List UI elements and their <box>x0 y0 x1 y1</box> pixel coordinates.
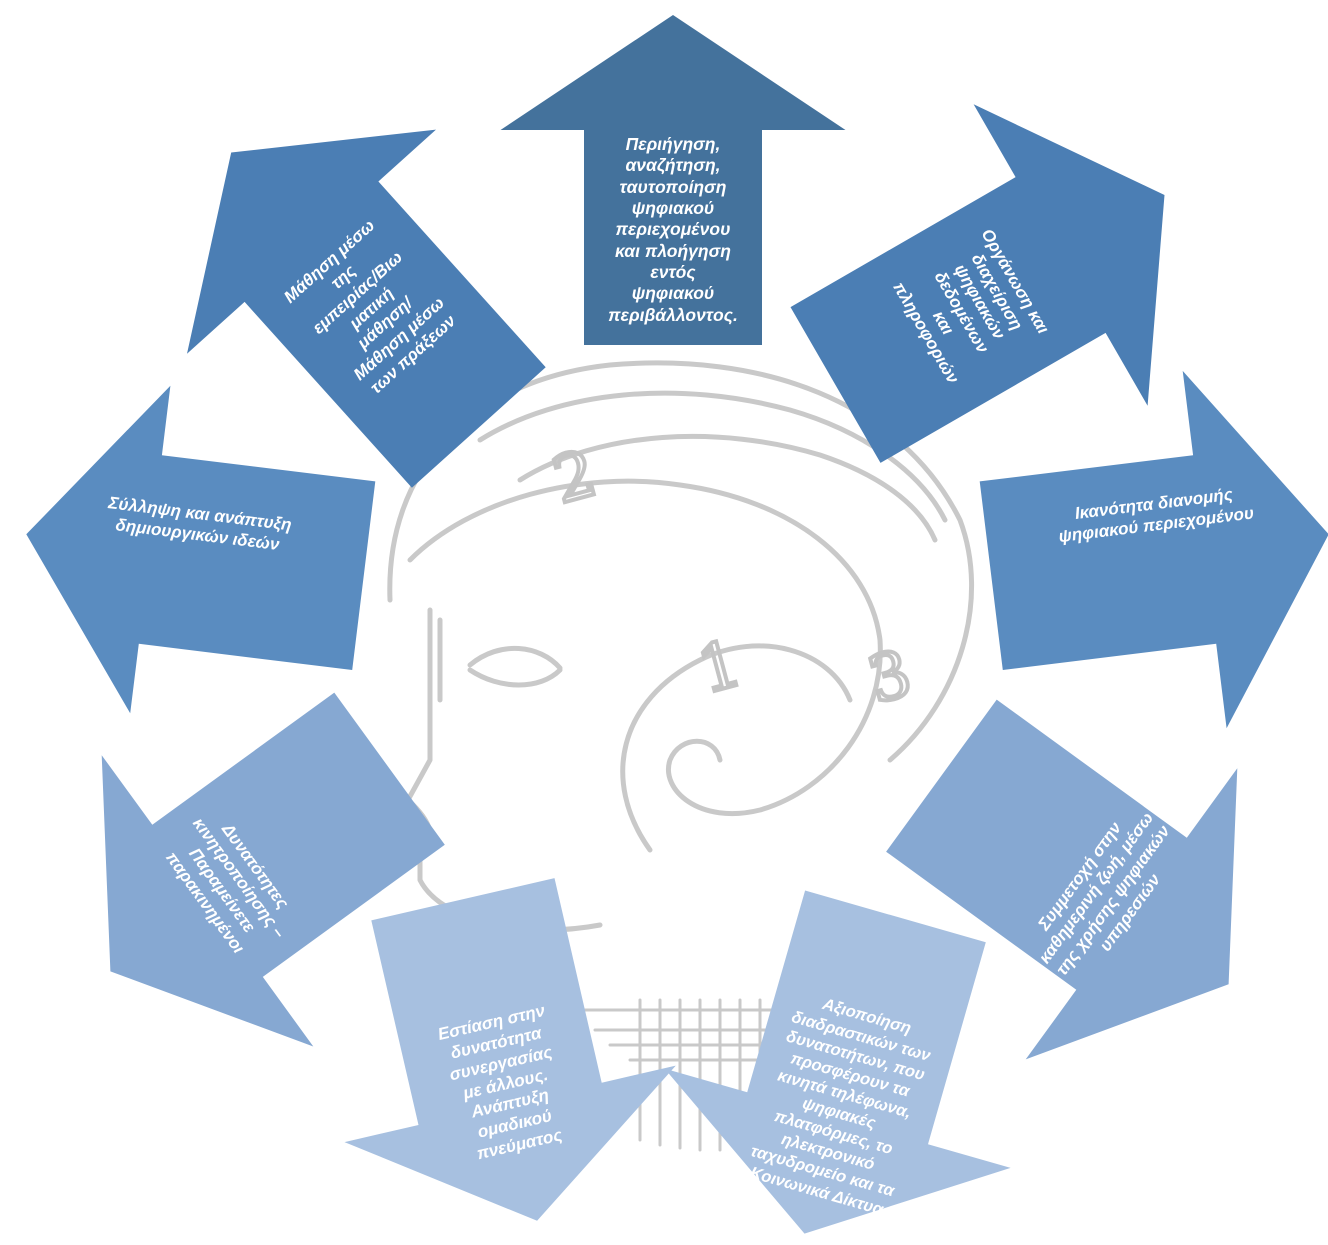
arrow-bottom-right <box>886 699 1238 1060</box>
arrow-label-top: Περιήγηση, αναζήτηση, ταυτοποίηση ψηφιακ… <box>608 133 738 325</box>
arrow-bottom-right-2 <box>664 890 1011 1234</box>
arrow-top-left <box>187 129 546 488</box>
arrow-left <box>26 385 376 714</box>
arrow-left-lower <box>101 692 445 1047</box>
arrow-shapes-group <box>26 15 1328 1234</box>
arrow-top-right <box>790 104 1165 463</box>
arrow-right <box>979 370 1328 729</box>
logo-digit-1: 1 <box>691 627 749 709</box>
arrow-bottom-left <box>344 878 676 1221</box>
arrow-top <box>500 15 846 345</box>
